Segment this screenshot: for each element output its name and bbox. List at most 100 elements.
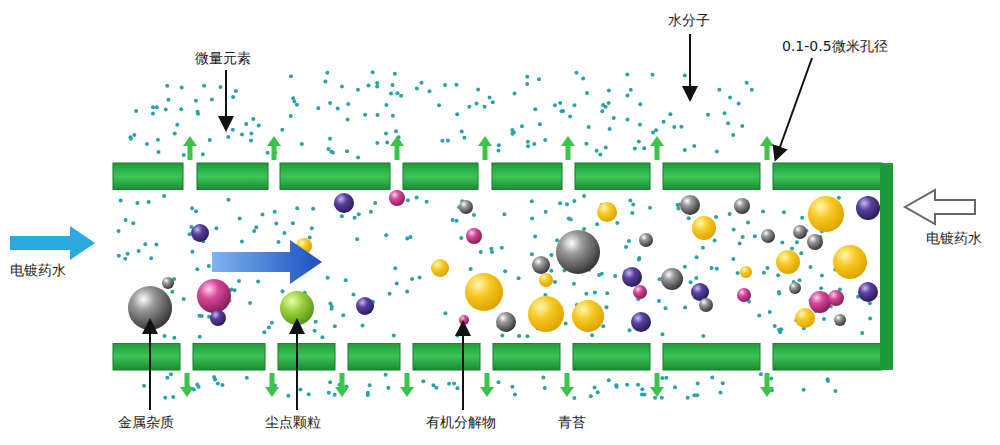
water-molecule (300, 142, 304, 146)
water-molecule (643, 392, 647, 396)
water-molecule (819, 286, 823, 290)
water-molecule (226, 198, 230, 202)
water-molecule (368, 383, 372, 387)
impurity-particle (740, 266, 752, 278)
water-molecule (434, 386, 438, 390)
water-molecule (137, 249, 141, 253)
water-molecule (625, 383, 629, 387)
water-molecule (226, 135, 230, 139)
water-molecule (245, 376, 249, 380)
impurity-particle (809, 291, 831, 313)
water-molecule (717, 88, 721, 92)
water-molecule (590, 333, 594, 337)
water-molecule (254, 225, 258, 229)
water-molecule (276, 240, 280, 244)
impurity-particle (808, 196, 844, 232)
impurity-particle (776, 250, 800, 274)
water-molecule (530, 216, 534, 220)
water-molecule (384, 233, 388, 237)
water-molecule (601, 324, 605, 328)
water-molecule (173, 131, 177, 135)
water-molecule (351, 292, 355, 296)
water-molecule (131, 221, 135, 225)
water-molecule (776, 273, 780, 277)
water-molecule (124, 218, 128, 222)
water-molecule (584, 142, 588, 146)
water-molecule (773, 324, 777, 328)
water-molecule (308, 236, 312, 240)
permeate-arrow (650, 136, 664, 160)
inflow-arrow (10, 226, 95, 260)
water-molecule (706, 113, 710, 117)
permeate-arrow (760, 373, 774, 397)
water-molecule (732, 227, 736, 231)
water-molecule (728, 96, 732, 100)
water-molecule (532, 142, 536, 146)
water-molecule (511, 132, 515, 136)
water-molecule (782, 210, 786, 214)
water-molecule (154, 243, 158, 247)
water-molecule (762, 271, 766, 275)
impurity-particle (858, 282, 878, 302)
water-molecule (731, 133, 735, 137)
water-molecule (316, 106, 320, 110)
water-molecule (496, 148, 500, 152)
water-molecule (595, 149, 599, 153)
impurity-particle (834, 314, 846, 326)
water-molecule (240, 133, 244, 137)
water-molecule (738, 241, 742, 245)
water-molecule (541, 375, 545, 379)
water-molecule (323, 79, 327, 83)
water-molecule (169, 372, 173, 376)
water-molecule (582, 194, 586, 198)
membrane-segment (773, 343, 882, 370)
water-molecule (472, 213, 476, 217)
water-molecule (517, 276, 521, 280)
water-molecule (593, 291, 597, 295)
water-molecule (165, 84, 169, 88)
water-molecule (425, 200, 429, 204)
membrane-segment (575, 163, 650, 190)
water-molecule (613, 274, 617, 278)
water-molecule (220, 383, 224, 387)
water-molecule (553, 280, 557, 284)
water-molecule (574, 71, 578, 75)
water-molecule (327, 391, 331, 395)
water-molecule (162, 334, 166, 338)
water-molecule (553, 103, 557, 107)
water-molecule (860, 331, 864, 335)
water-molecule (826, 379, 830, 383)
water-molecule (664, 306, 668, 310)
membrane-segment (573, 343, 650, 370)
water-molecule (537, 77, 541, 81)
callout-label: 青苔 (558, 414, 586, 431)
water-molecule (543, 138, 547, 142)
water-molecule (587, 125, 591, 129)
water-molecule (558, 201, 562, 205)
water-molecule (386, 386, 390, 390)
water-molecule (270, 321, 274, 325)
water-molecule (210, 98, 214, 102)
water-molecule (238, 216, 242, 220)
water-molecule (650, 73, 654, 77)
impurity-particle (162, 277, 174, 289)
water-molecule (601, 103, 605, 107)
water-molecule (440, 139, 444, 143)
water-molecule (333, 393, 337, 397)
water-molecule (549, 269, 553, 273)
permeate-arrow (180, 373, 194, 397)
water-molecule (572, 103, 576, 107)
leader-lines (150, 34, 812, 410)
water-molecule (520, 124, 524, 128)
water-molecule (664, 376, 668, 380)
water-molecule (687, 216, 691, 220)
water-molecule (679, 125, 683, 129)
water-molecule (766, 266, 770, 270)
water-molecule (633, 147, 637, 151)
membrane-segment (492, 163, 562, 190)
water-molecule (145, 142, 149, 146)
water-molecule (581, 77, 585, 81)
impurity-particle (532, 256, 550, 274)
impurity-particle (789, 282, 801, 294)
